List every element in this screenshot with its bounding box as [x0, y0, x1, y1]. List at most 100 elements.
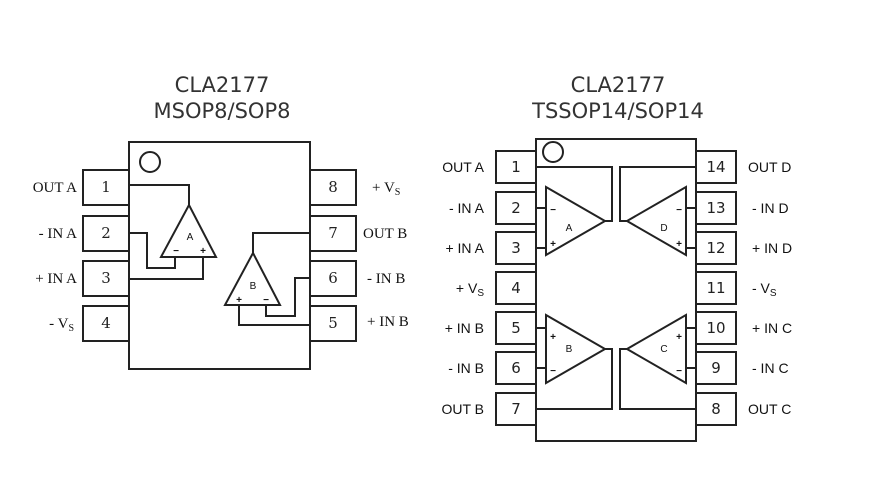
chip14-pin-10-label: + IN C	[752, 320, 792, 336]
chip8-pin-2	[82, 215, 130, 252]
chip14-wire-out-a	[536, 166, 613, 222]
chip14-opamp-d-minus: −	[676, 205, 682, 216]
chip8-wire-in-plus-b	[238, 305, 310, 326]
chip8-opamp-a	[159, 202, 218, 258]
chip14-opamp-a	[545, 185, 608, 257]
chip8-package: MSOP8/SOP8	[154, 99, 291, 123]
chip14-wire-out-b	[536, 348, 613, 410]
chip8-pin-4-num: 4	[101, 314, 111, 332]
chip14-pin-8-num: 8	[711, 400, 721, 418]
chip14-opamp-d-plus: +	[676, 239, 682, 250]
chip14-body	[535, 138, 697, 442]
chip8-pin-2-label: - IN A	[39, 226, 77, 242]
chip14-pin-7-num: 7	[511, 400, 521, 418]
chip8-pin-2-num: 2	[101, 224, 111, 242]
chip14-pin-3-label: + IN A	[445, 240, 484, 256]
chip14-opamp-d	[624, 185, 687, 257]
chip8-diagram: CLA2177 MSOP8/SOP8 1 2 3 4 OUT A - IN A …	[33, 73, 409, 370]
chip14-pin-5-num: 5	[511, 319, 521, 337]
chip14-pin-1-label: OUT A	[442, 159, 484, 175]
chip8-pin-5	[309, 305, 357, 342]
chip8-opamp-a-minus: −	[173, 246, 179, 257]
chip14-pin-12-num: 12	[706, 239, 725, 257]
chip14-pin-9	[695, 351, 737, 385]
chip14-opamp-b	[545, 313, 608, 385]
chip8-wire-out-b	[252, 232, 310, 253]
chip8-opamp-a-label: A	[187, 232, 194, 243]
chip14-pin-6-num: 6	[511, 359, 521, 377]
chip14-pin-14	[695, 150, 737, 184]
chip14-pin-1	[495, 150, 537, 184]
chip14-pin-8	[695, 392, 737, 426]
chip8-pin-5-num: 5	[328, 314, 338, 332]
chip14-opamp-a-label: A	[566, 223, 573, 234]
chip8-opamp-a-plus: +	[200, 246, 206, 257]
chip8-pin-4	[82, 305, 130, 342]
chip14-opamp-b-label: B	[566, 344, 573, 355]
chip14-pin-4-label: + VS	[456, 280, 484, 299]
chip14-pin-5-label: + IN B	[445, 320, 484, 336]
chip14-wire-out-d	[619, 166, 696, 222]
chip8-wire-in-minus-a	[129, 232, 176, 269]
chip14-wire-out-c	[619, 348, 696, 410]
chip14-pin-2	[495, 191, 537, 225]
chip8-pin-6-label: - IN B	[367, 271, 405, 287]
chip14-opamp-d-label: D	[660, 223, 667, 234]
chip14-opamp-a-plus: +	[550, 239, 556, 250]
chip14-opamp-a-minus: −	[550, 205, 556, 216]
chip8-wire-in-plus-a	[129, 257, 204, 280]
chip14-opamp-c	[624, 313, 687, 385]
chip14-pin-11-num: 11	[706, 279, 725, 297]
chip8-pin-6-num: 6	[328, 269, 338, 287]
chip8-opamp-b-label: B	[250, 281, 257, 292]
chip14-name: CLA2177	[571, 73, 666, 97]
chip8-pin-3-num: 3	[101, 269, 111, 287]
chip14-opamp-b-plus: +	[550, 332, 556, 343]
chip8-pin-1	[82, 169, 130, 206]
chip14-pin-3-num: 3	[511, 239, 521, 257]
chip8-pin-5-label: + IN B	[367, 314, 409, 330]
chip8-opamp-b-plus: +	[236, 295, 242, 306]
chip8-pin-1-num: 1	[101, 178, 111, 196]
chip14-pin-10-num: 10	[706, 319, 725, 337]
chip14-pin-12-label: + IN D	[752, 240, 792, 256]
chip14-pin-7-label: OUT B	[441, 401, 484, 417]
chip8-pin1-marker	[139, 151, 161, 173]
chip14-diagram: CLA2177 TSSOP14/SOP14 1 2 3 4 5 6 7 OUT …	[441, 73, 792, 442]
chip8-pin-4-label: - VS	[49, 316, 74, 334]
chip14-pin-2-num: 2	[511, 199, 521, 217]
chip8-pin-7-label: OUT B	[363, 226, 407, 242]
chip14-pin-13	[695, 191, 737, 225]
chip8-opamp-b	[223, 250, 282, 306]
chip8-pin-7-num: 7	[328, 224, 338, 242]
chip14-pin-14-label: OUT D	[748, 159, 791, 175]
chip8-name: CLA2177	[175, 73, 270, 97]
chip14-opamp-c-minus: −	[676, 366, 682, 377]
chip14-pin-9-label: - IN C	[752, 360, 789, 376]
chip14-pin-6-label: - IN B	[448, 360, 484, 376]
chip8-pin-1-label: OUT A	[33, 180, 77, 196]
chip14-pin-11-label: - VS	[752, 280, 777, 299]
chip14-opamp-b-minus: −	[550, 366, 556, 377]
chip8-body	[128, 141, 311, 370]
chip14-pin1-marker	[542, 141, 564, 163]
chip14-pin-14-num: 14	[706, 158, 725, 176]
chip14-pin-13-num: 13	[706, 199, 725, 217]
chip14-pin-1-num: 1	[511, 158, 521, 176]
chip14-pin-11	[695, 271, 737, 305]
chip8-wire-in-minus-b	[265, 277, 310, 317]
chip14-pin-4	[495, 271, 537, 305]
chip8-opamp-b-minus: −	[263, 295, 269, 306]
chip14-pin-2-label: - IN A	[449, 200, 485, 216]
chip14-opamp-c-plus: +	[676, 332, 682, 343]
chip14-pin-8-label: OUT C	[748, 401, 791, 417]
chip8-pin-8-label: + VS	[372, 180, 400, 198]
chip14-opamp-c-label: C	[660, 344, 667, 355]
chip14-pin-12	[695, 231, 737, 265]
chip8-pin-8	[309, 169, 357, 206]
chip14-pin-9-num: 9	[711, 359, 721, 377]
chip14-pin-3	[495, 231, 537, 265]
chip14-pin-13-label: - IN D	[752, 200, 789, 216]
chip14-package: TSSOP14/SOP14	[531, 99, 704, 123]
